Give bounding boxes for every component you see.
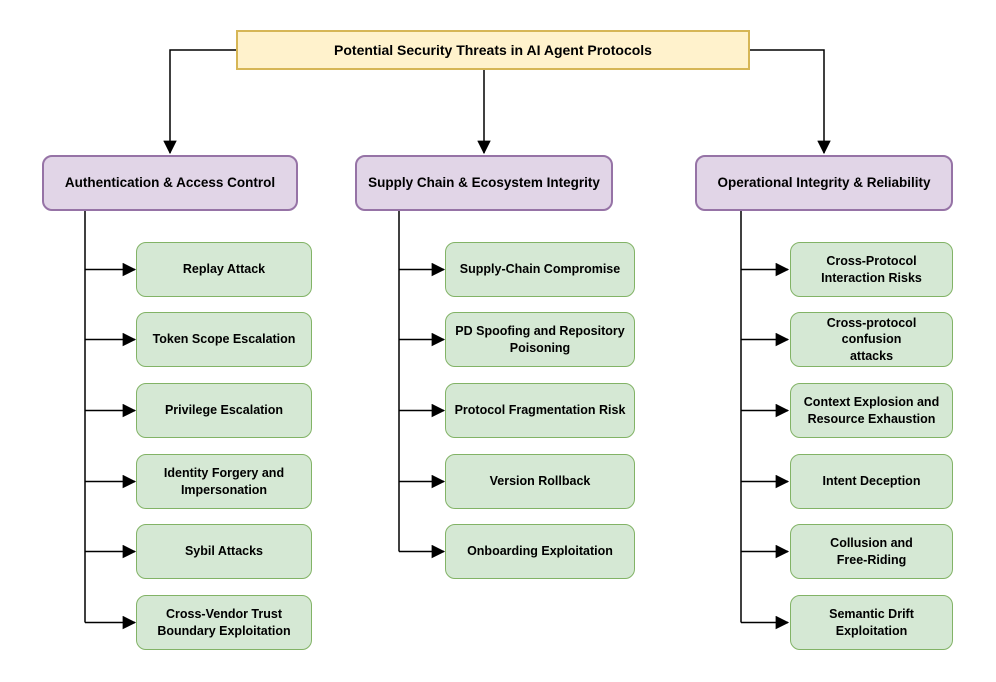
threat-cross-vendor-trust-boundary-exploitation: Cross-Vendor Trust Boundary Exploitation <box>136 595 312 650</box>
category-operational-integrity-reliability: Operational Integrity & Reliability <box>695 155 953 211</box>
threat-token-scope-escalation: Token Scope Escalation <box>136 312 312 367</box>
category-authentication-access-control: Authentication & Access Control <box>42 155 298 211</box>
threat-cross-protocol-interaction-risks: Cross-Protocol Interaction Risks <box>790 242 953 297</box>
connector-title-to-category-1 <box>163 49 236 155</box>
threat-replay-attack: Replay Attack <box>136 242 312 297</box>
threat-intent-deception: Intent Deception <box>790 454 953 509</box>
threat-protocol-fragmentation-risk: Protocol Fragmentation Risk <box>445 383 635 438</box>
category-supply-chain-ecosystem-integrity: Supply Chain & Ecosystem Integrity <box>355 155 613 211</box>
threat-privilege-escalation: Privilege Escalation <box>136 383 312 438</box>
threat-cross-protocol-confusion-attacks: Cross-protocol confusion attacks <box>790 312 953 367</box>
threat-onboarding-exploitation: Onboarding Exploitation <box>445 524 635 579</box>
threat-context-explosion-and-resource-exhaustion: Context Explosion and Resource Exhaustio… <box>790 383 953 438</box>
connector-title-to-category-3 <box>750 49 831 155</box>
threat-collusion-and-free-riding: Collusion and Free-Riding <box>790 524 953 579</box>
threat-pd-spoofing-and-repository-poisoning: PD Spoofing and Repository Poisoning <box>445 312 635 367</box>
threat-supply-chain-compromise: Supply-Chain Compromise <box>445 242 635 297</box>
threat-sybil-attacks: Sybil Attacks <box>136 524 312 579</box>
threat-semantic-drift-exploitation: Semantic Drift Exploitation <box>790 595 953 650</box>
threat-identity-forgery-and-impersonation: Identity Forgery and Impersonation <box>136 454 312 509</box>
diagram-title: Potential Security Threats in AI Agent P… <box>236 30 750 70</box>
threat-version-rollback: Version Rollback <box>445 454 635 509</box>
